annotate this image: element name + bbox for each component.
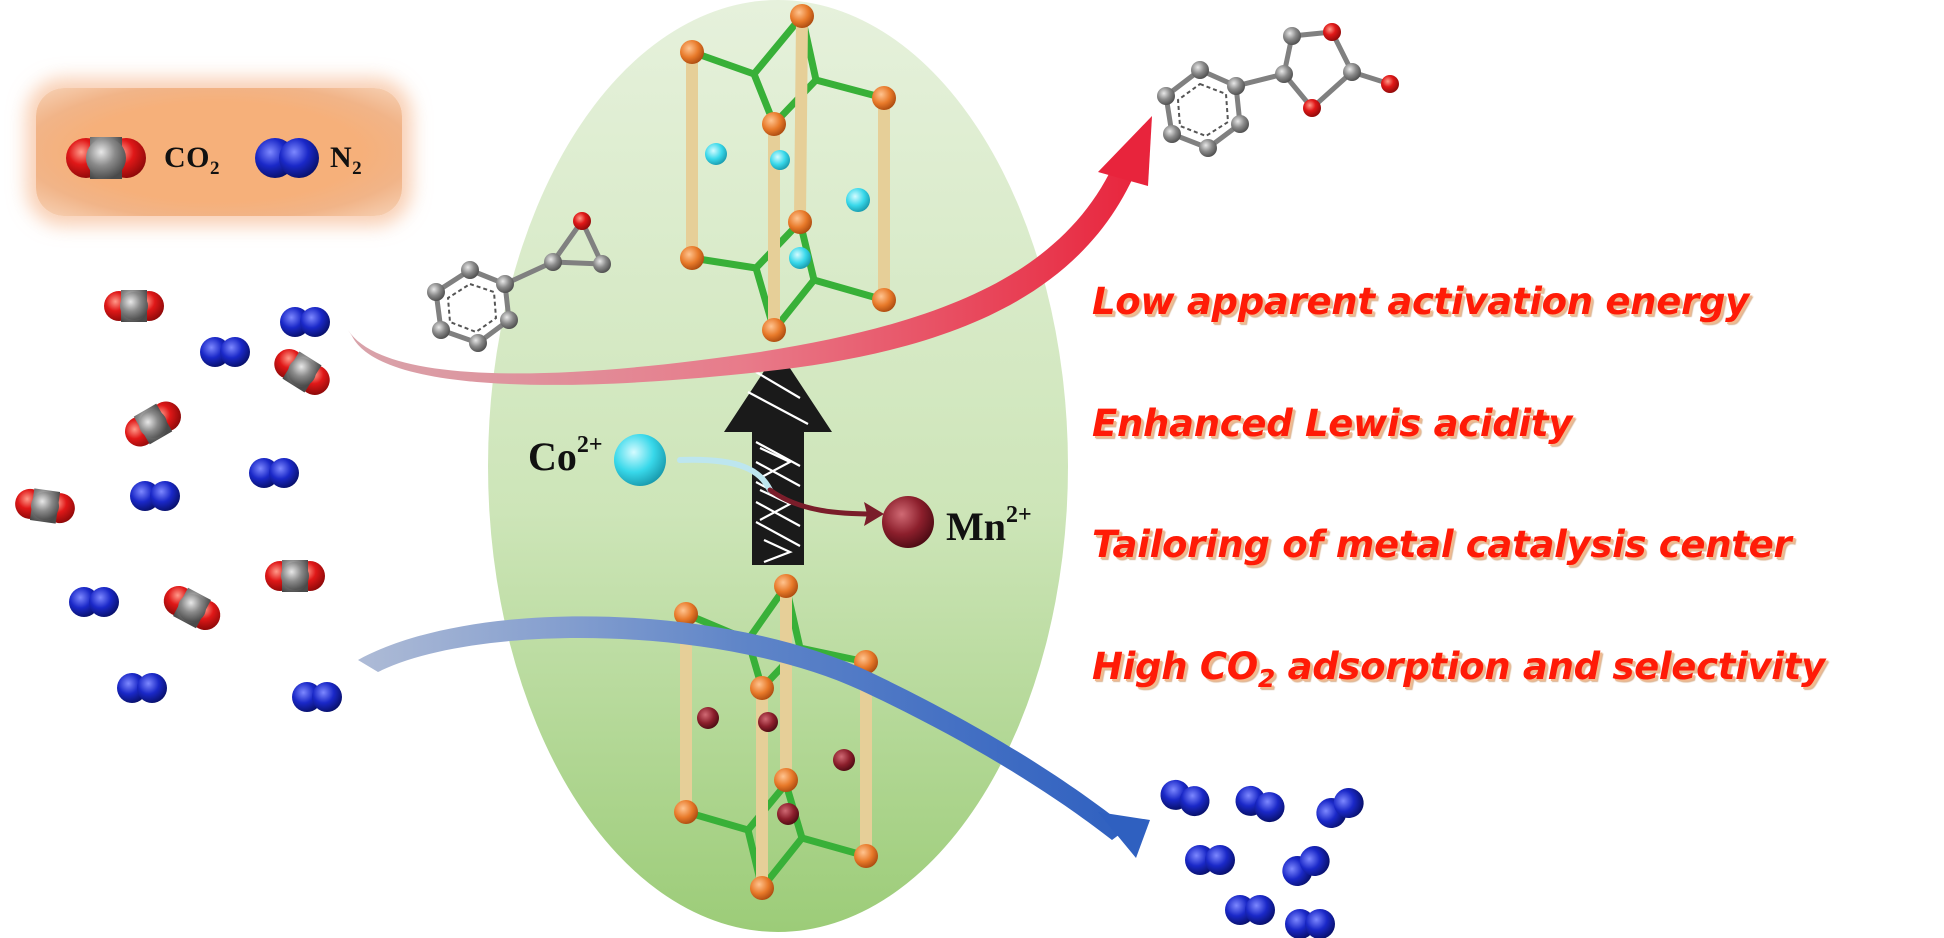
cobalt-ion-label: Co2+ bbox=[528, 432, 603, 479]
co-mof-framework bbox=[680, 4, 896, 342]
co2-molecule bbox=[265, 560, 325, 592]
co2-molecule bbox=[268, 342, 336, 402]
cyclic-carbonate-molecule bbox=[1157, 23, 1399, 157]
co2-molecule bbox=[104, 290, 164, 322]
n2-molecule bbox=[1231, 782, 1289, 826]
ion-exchange bbox=[614, 434, 934, 548]
n2-molecule bbox=[1276, 840, 1336, 892]
co2-molecule bbox=[13, 485, 77, 527]
property-catalysis-center: Tailoring of metal catalysis center bbox=[1092, 523, 1792, 566]
transformation-up-arrow-icon bbox=[724, 350, 832, 565]
n2-molecule bbox=[292, 682, 342, 712]
co2-molecule bbox=[158, 579, 226, 637]
co2-molecule-icon bbox=[66, 137, 146, 179]
co2-molecule bbox=[119, 395, 187, 453]
styrene-oxide-molecule bbox=[427, 212, 611, 352]
manganese-ion-label: Mn2+ bbox=[946, 502, 1032, 549]
property-co2-adsorption: High CO2 adsorption and selectivity bbox=[1092, 645, 1825, 693]
property-lewis-acidity: Enhanced Lewis acidity bbox=[1092, 402, 1573, 445]
n2-molecule bbox=[249, 458, 299, 488]
property-activation-energy: Low apparent activation energy bbox=[1092, 280, 1749, 323]
n2-molecule-icon bbox=[255, 138, 319, 178]
n2-molecule bbox=[69, 587, 119, 617]
n2-molecule bbox=[1185, 845, 1235, 875]
n2-molecule bbox=[130, 481, 180, 511]
mn-mof-framework bbox=[674, 574, 878, 900]
n2-legend-label: N2 bbox=[330, 141, 363, 179]
n2-molecule bbox=[200, 337, 250, 367]
n2-separation-arrow bbox=[358, 616, 1150, 858]
cobalt-ion bbox=[614, 434, 666, 486]
n2-molecule bbox=[1156, 776, 1214, 820]
manganese-ion bbox=[882, 496, 934, 548]
n2-molecule bbox=[117, 673, 167, 703]
legend-box: CO2 N2 bbox=[36, 88, 402, 216]
co2-conversion-arrow bbox=[348, 116, 1152, 385]
n2-molecule bbox=[1310, 782, 1370, 834]
n2-molecule bbox=[1225, 895, 1275, 925]
co2-legend-label: CO2 bbox=[164, 141, 220, 179]
n2-molecule bbox=[280, 307, 330, 337]
n2-molecule bbox=[1285, 909, 1335, 938]
